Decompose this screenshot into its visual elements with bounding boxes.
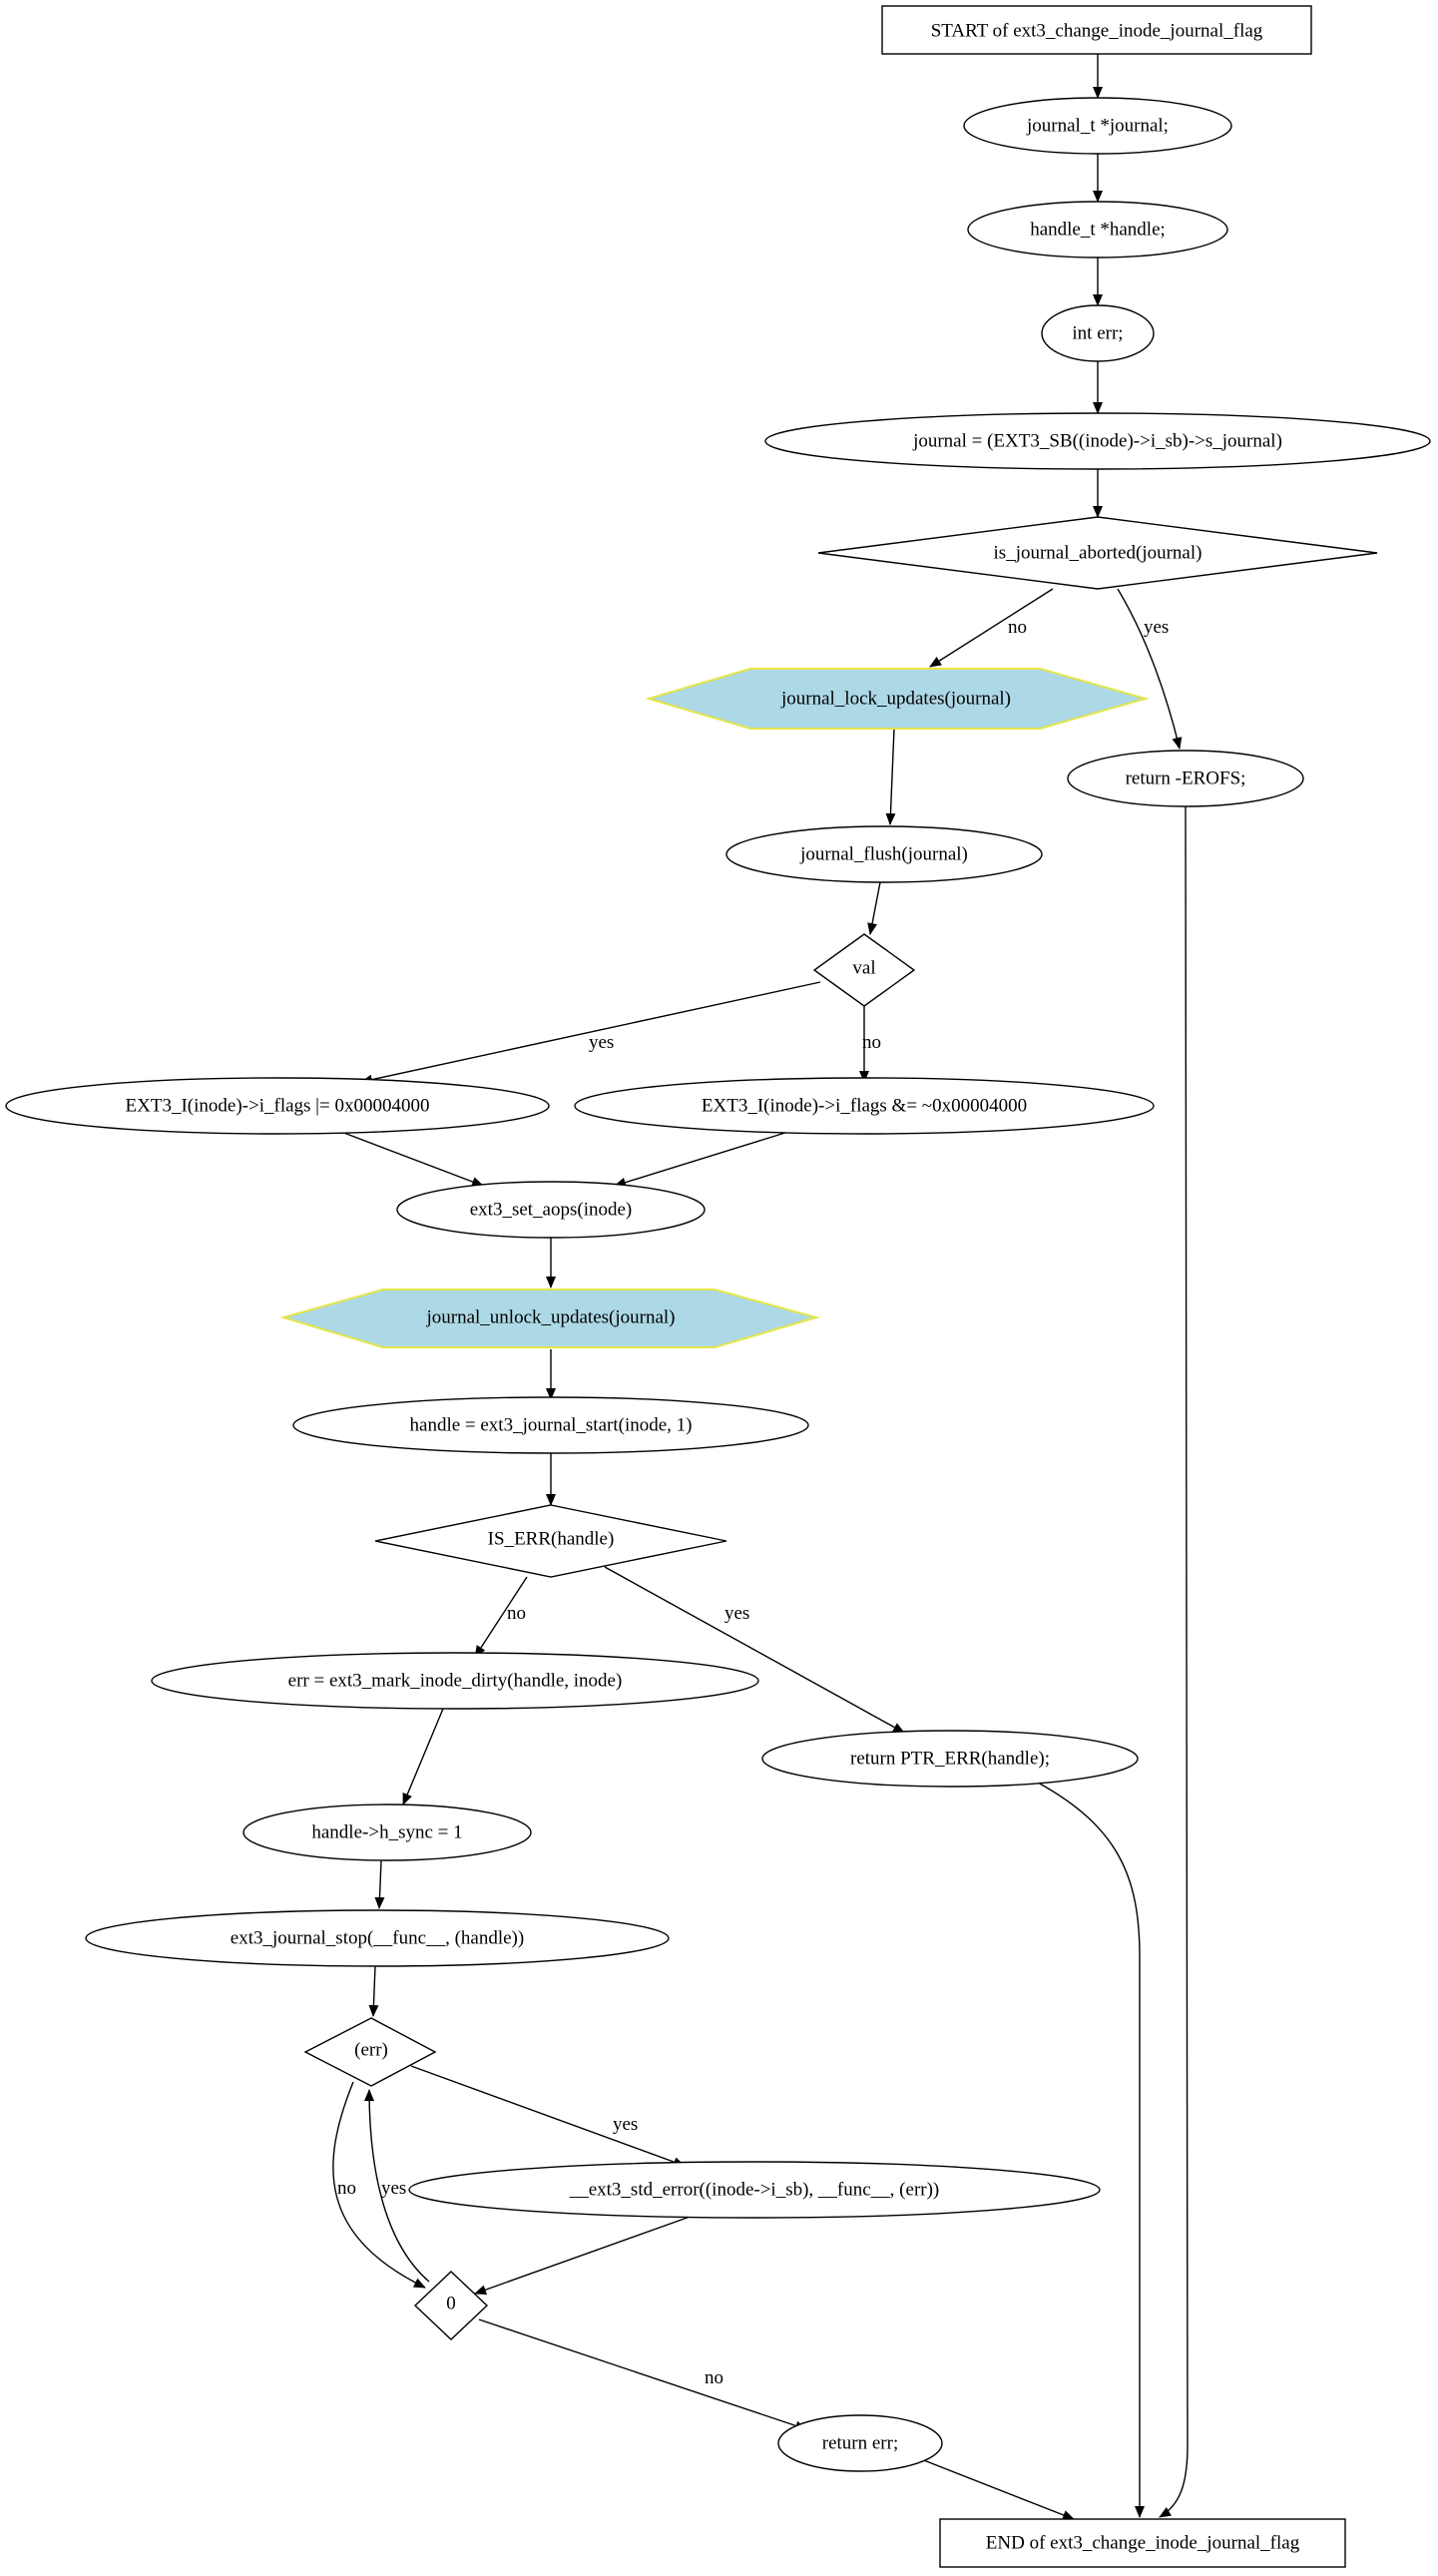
label-zero-yes: yes: [381, 2178, 406, 2199]
label-aborted-yes: yes: [1144, 617, 1169, 638]
edge-labels: no yes yes no no yes yes no yes no: [337, 617, 1169, 2388]
edge-is-err-no: [474, 1576, 528, 1658]
edges: [332, 54, 1189, 2520]
return-ptr-err-node: return PTR_ERR(handle);: [761, 1730, 1139, 1788]
err-decision: (err): [303, 2017, 437, 2087]
clear-flag-node: EXT3_I(inode)->i_flags &= ~0x00004000: [574, 1077, 1155, 1135]
edge-std-error-to-zero: [474, 2215, 694, 2296]
mark-dirty-node: err = ext3_mark_inode_dirty(handle, inod…: [151, 1652, 759, 1710]
assign-journal-label: journal = (EXT3_SB((inode)->i_sb)->s_jou…: [912, 431, 1282, 452]
label-err-no: no: [337, 2178, 356, 2199]
decl-journal-node: journal_t *journal;: [963, 97, 1232, 155]
journal-start-node: handle = ext3_journal_start(inode, 1): [292, 1396, 809, 1454]
edge-is-err-yes: [604, 1566, 905, 1734]
lock-updates-node: journal_lock_updates(journal): [645, 668, 1150, 730]
edge-return-erofs-to-end: [1159, 805, 1189, 2518]
edge-val-yes: [360, 981, 821, 1085]
journal-start-label: handle = ext3_journal_start(inode, 1): [410, 1415, 693, 1436]
edge-err-no: [332, 2081, 426, 2289]
label-is-err-no: no: [507, 1603, 526, 1624]
label-val-no: no: [862, 1032, 881, 1053]
label-zero-no: no: [705, 2367, 723, 2388]
edge-zero-yes: [364, 2089, 430, 2283]
lock-updates-label: journal_lock_updates(journal): [780, 689, 1011, 710]
edge-return-err-to-end: [915, 2456, 1075, 2520]
is-aborted-label: is_journal_aborted(journal): [994, 543, 1202, 564]
end-node: END of ext3_change_inode_journal_flag: [939, 2518, 1346, 2568]
flush-label: journal_flush(journal): [799, 844, 968, 865]
decl-err-node: int err;: [1041, 304, 1155, 362]
h-sync-label: handle->h_sync = 1: [311, 1822, 462, 1843]
zero-label: 0: [446, 2294, 456, 2315]
edge-err-yes: [410, 2065, 686, 2167]
val-label: val: [852, 958, 875, 979]
return-erofs-label: return -EROFS;: [1126, 769, 1246, 789]
label-is-err-yes: yes: [724, 1603, 749, 1624]
edge-mark-dirty-to-h-sync: [402, 1708, 444, 1805]
edge-clear-flag-to-aops: [614, 1131, 789, 1188]
set-aops-label: ext3_set_aops(inode): [470, 1200, 633, 1221]
zero-decision: 0: [413, 2271, 489, 2340]
decl-handle-label: handle_t *handle;: [1030, 220, 1166, 241]
edge-lock-to-flush: [885, 728, 896, 825]
decl-handle-node: handle_t *handle;: [967, 201, 1228, 258]
label-aborted-no: no: [1008, 617, 1027, 638]
is-err-label: IS_ERR(handle): [488, 1529, 615, 1550]
return-erofs-node: return -EROFS;: [1067, 750, 1304, 807]
label-err-yes: yes: [613, 2114, 638, 2135]
mark-dirty-label: err = ext3_mark_inode_dirty(handle, inod…: [288, 1671, 623, 1692]
start-node: START of ext3_change_inode_journal_flag: [881, 5, 1312, 55]
edge-is-aborted-yes: [1117, 588, 1183, 750]
unlock-updates-label: journal_unlock_updates(journal): [425, 1307, 675, 1328]
is-aborted-decision: is_journal_aborted(journal): [817, 516, 1378, 590]
h-sync-node: handle->h_sync = 1: [242, 1803, 532, 1861]
edge-set-flag-to-aops: [340, 1131, 484, 1187]
journal-stop-label: ext3_journal_stop(__func__, (handle)): [231, 1928, 524, 1949]
flush-node: journal_flush(journal): [725, 825, 1043, 883]
label-val-yes: yes: [589, 1032, 614, 1053]
unlock-updates-node: journal_unlock_updates(journal): [279, 1288, 820, 1348]
edge-flush-to-val: [867, 881, 881, 935]
std-error-label: __ext3_std_error((inode->i_sb), __func__…: [569, 2180, 940, 2201]
err-label: (err): [354, 2040, 388, 2061]
std-error-node: __ext3_std_error((inode->i_sb), __func__…: [408, 2161, 1101, 2219]
set-aops-node: ext3_set_aops(inode): [396, 1181, 706, 1239]
return-err-node: return err;: [777, 2414, 943, 2472]
edge-journal-stop-to-err: [368, 1965, 379, 2017]
assign-journal-node: journal = (EXT3_SB((inode)->i_sb)->s_jou…: [764, 412, 1431, 470]
clear-flag-label: EXT3_I(inode)->i_flags &= ~0x00004000: [702, 1096, 1027, 1117]
nodes: START of ext3_change_inode_journal_flag …: [5, 5, 1431, 2568]
decl-journal-label: journal_t *journal;: [1026, 116, 1169, 137]
return-err-label: return err;: [822, 2433, 898, 2454]
edge-return-ptr-err-to-end: [1037, 1782, 1145, 2518]
val-decision: val: [812, 933, 916, 1007]
decl-err-label: int err;: [1072, 323, 1123, 344]
journal-stop-node: ext3_journal_stop(__func__, (handle)): [85, 1909, 670, 1967]
return-ptr-err-label: return PTR_ERR(handle);: [850, 1749, 1050, 1770]
is-err-decision: IS_ERR(handle): [374, 1504, 727, 1578]
edge-zero-no: [478, 2318, 807, 2431]
set-flag-label: EXT3_I(inode)->i_flags |= 0x00004000: [126, 1096, 430, 1117]
end-label: END of ext3_change_inode_journal_flag: [986, 2533, 1300, 2554]
edge-is-aborted-no: [929, 588, 1054, 668]
start-label: START of ext3_change_inode_journal_flag: [931, 21, 1263, 42]
edge-h-sync-to-journal-stop: [374, 1859, 385, 1909]
set-flag-node: EXT3_I(inode)->i_flags |= 0x00004000: [5, 1077, 550, 1135]
